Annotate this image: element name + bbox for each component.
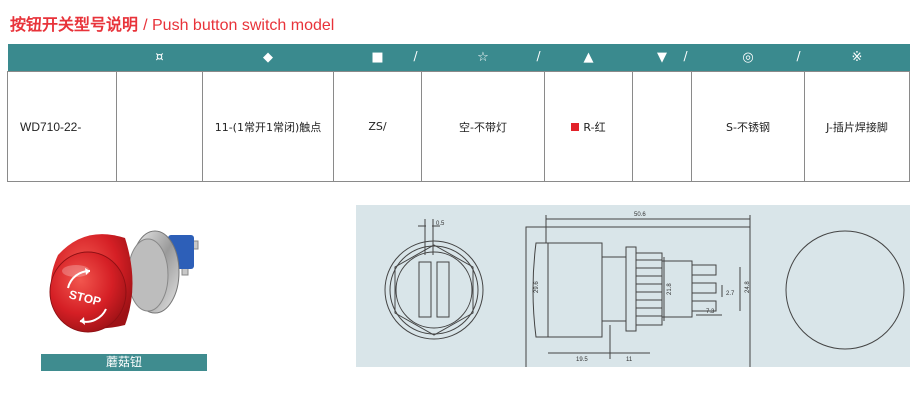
square-symbol-icon: ■ [371, 50, 384, 65]
red-square-icon [571, 122, 580, 131]
title-en: / Push button switch model [143, 17, 335, 34]
star-symbol-icon: ☆ [477, 50, 489, 65]
table-cell [632, 71, 692, 182]
header-cell: ☆/ [421, 44, 545, 72]
diamond-symbol-icon: ◆ [263, 50, 273, 65]
circle-symbol-icon: ◎ [742, 50, 754, 65]
svg-text:24.8: 24.8 [745, 281, 751, 293]
model-prefix-cell: WD710-22- [7, 71, 117, 182]
svg-text:19.5: 19.5 [576, 357, 588, 363]
svg-text:50.6: 50.6 [634, 212, 646, 218]
dimension-drawing: 0.5 50.6 29.6 21.8 24.8 2.7 7.3 19.5 11 [356, 205, 910, 367]
separator-slash: / [413, 49, 418, 63]
header-cell: ※ [804, 44, 910, 72]
page-title: 按钮开关型号说明 / Push button switch model [10, 11, 334, 35]
table-cell [116, 71, 203, 182]
header-cell: ▲ [544, 44, 633, 72]
svg-text:7.3: 7.3 [706, 309, 715, 315]
header-cell [7, 44, 117, 72]
svg-text:0.5: 0.5 [436, 221, 445, 227]
header-cell: ◆ [202, 44, 334, 72]
triangle-down-symbol-icon: ▼ [657, 50, 667, 65]
header-cell: ¤ [116, 44, 203, 72]
lamp-cell: 空-不带灯 [421, 71, 545, 182]
table-row: WD710-22- 11-(1常开1常闭)触点 ZS/ 空-不带灯 R-红 S-… [7, 71, 910, 182]
svg-text:21.8: 21.8 [667, 283, 673, 295]
reference-mark-symbol-icon: ※ [851, 50, 863, 65]
separator-slash: / [536, 49, 541, 63]
separator-slash: / [683, 49, 688, 63]
mushroom-button-photo: STOP [49, 230, 199, 333]
svg-text:11: 11 [626, 357, 633, 363]
sun-symbol-icon: ¤ [155, 50, 164, 65]
table-cell: ZS/ [333, 71, 422, 182]
terminal-cell: J-插片焊接脚 [804, 71, 910, 182]
header-cell: ◎/ [691, 44, 805, 72]
title-cn: 按钮开关型号说明 [10, 15, 139, 34]
svg-text:29.6: 29.6 [534, 281, 540, 293]
material-cell: S-不锈钢 [691, 71, 805, 182]
contact-cell: 11-(1常开1常闭)触点 [202, 71, 334, 182]
separator-slash: / [796, 49, 801, 63]
header-cell: ▼/ [632, 44, 692, 72]
product-caption: 蘑菇钮 [41, 354, 207, 371]
svg-text:2.7: 2.7 [726, 291, 735, 297]
triangle-up-symbol-icon: ▲ [583, 50, 594, 65]
model-table: ¤ ◆ ■/ ☆/ ▲ ▼/ ◎/ ※ WD710-22- 11-(1常开1常闭… [7, 44, 910, 182]
color-cell: R-红 [544, 71, 633, 182]
table-header-row: ¤ ◆ ■/ ☆/ ▲ ▼/ ◎/ ※ [7, 44, 910, 72]
header-cell: ■/ [333, 44, 422, 72]
